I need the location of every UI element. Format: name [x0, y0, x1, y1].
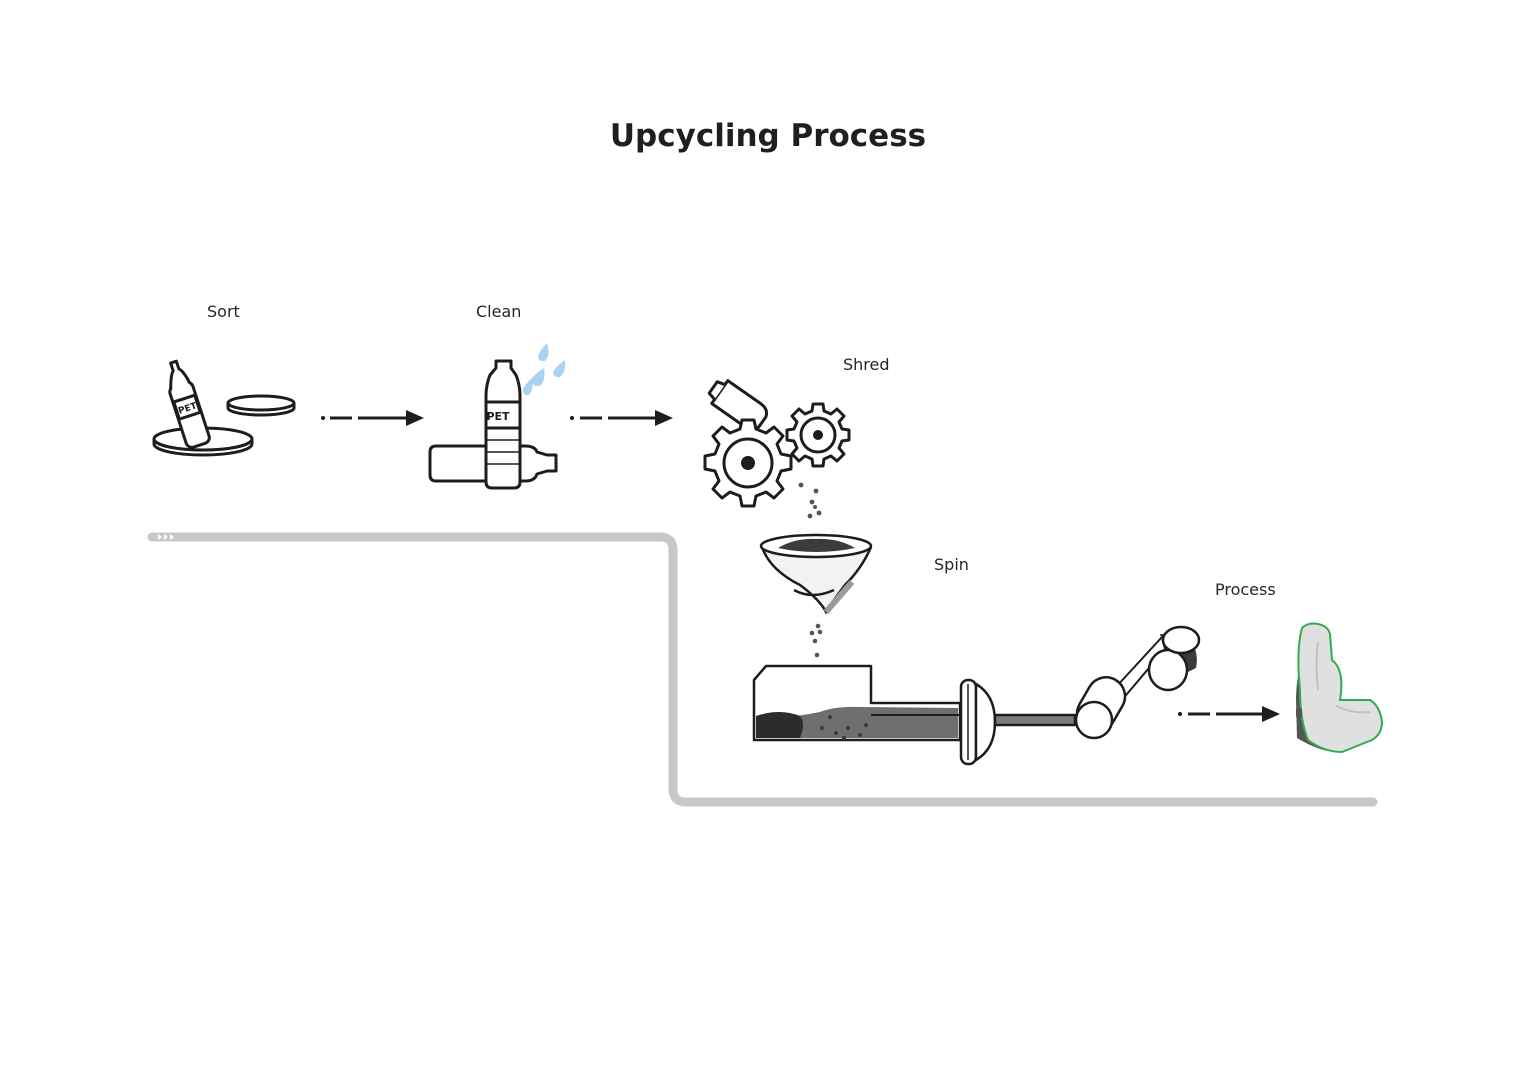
spinning-rollers [1074, 625, 1201, 740]
step-label-process: Process [1215, 580, 1276, 599]
spinning-extruder-icon [752, 625, 1201, 766]
flow-arrow-1 [321, 410, 424, 426]
conveyor-track [147, 532, 1378, 807]
car-seat-icon [1296, 622, 1383, 753]
track-start-chevrons-icon [158, 534, 174, 540]
flow-arrow-2 [570, 410, 673, 426]
pet-label-clean: PET [486, 410, 510, 423]
flow-arrow-3 [1178, 706, 1280, 722]
bottle-washing-icon: PET [428, 343, 566, 490]
bottle-sorting-icon: PET [152, 359, 296, 457]
step-label-spin: Spin [934, 555, 969, 574]
falling-flakes [798, 482, 822, 519]
diagram-title: Upcycling Process [609, 118, 927, 154]
gear-shredder-icon [703, 379, 851, 519]
water-drops-icon [523, 343, 566, 396]
funnel-icon [759, 533, 873, 687]
step-label-clean: Clean [476, 302, 522, 321]
step-label-shred: Shred [843, 355, 890, 374]
step-label-sort: Sort [207, 302, 240, 321]
